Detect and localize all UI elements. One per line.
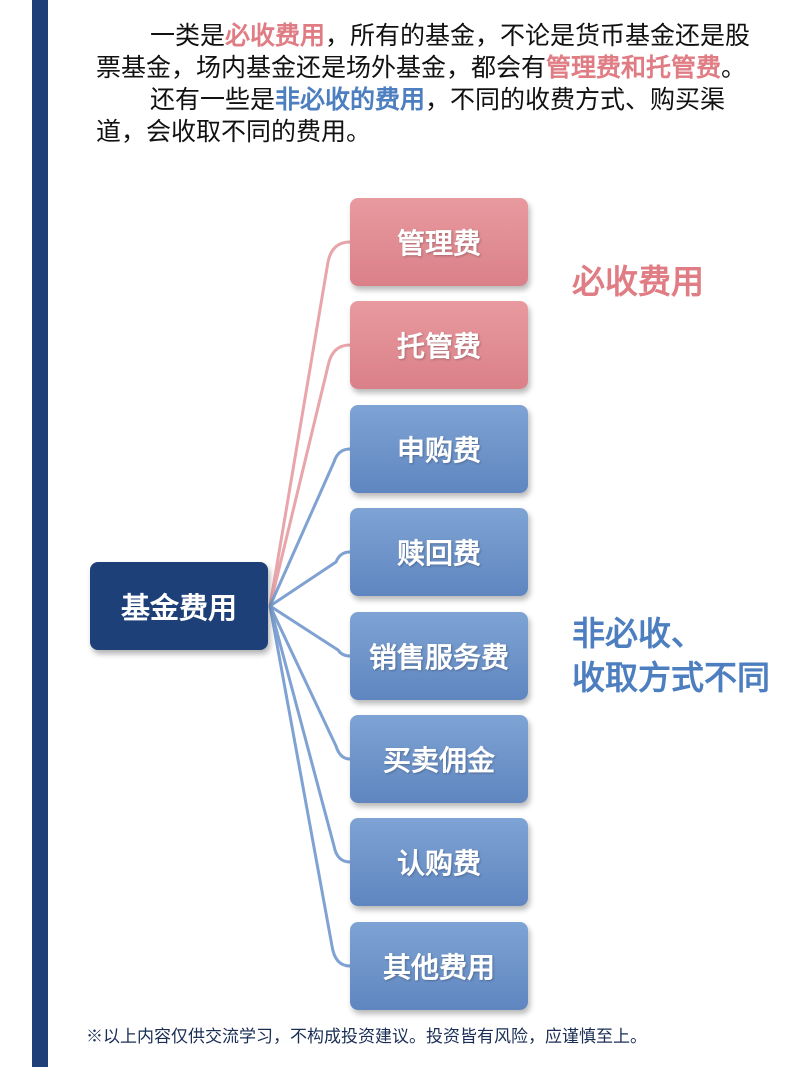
- fee-node-sales-service: 销售服务费: [350, 612, 528, 700]
- fee-node-ipo-subscription: 认购费: [350, 818, 528, 906]
- fee-node-other: 其他费用: [350, 922, 528, 1010]
- connector-mandatory-2: [268, 343, 351, 607]
- intro-text-segment: ，不同的收费方式、购买渠道，会收取不同的费用。: [96, 85, 726, 146]
- intro-text-segment: 。: [721, 53, 747, 82]
- intro-text-segment: 还有一些是: [150, 85, 276, 114]
- intro-paragraph-2: 还有一些是非必收的费用，不同的收费方式、购买渠道，会收取不同的费用。: [96, 84, 756, 148]
- fee-node-custody: 托管费: [350, 301, 528, 389]
- connector-optional-4: [268, 605, 351, 761]
- sidebar-accent-bar: [32, 0, 48, 1067]
- fee-node-management: 管理费: [350, 198, 528, 286]
- connector-mandatory-1: [268, 240, 351, 607]
- fee-node-redemption: 赎回费: [350, 508, 528, 596]
- optional-group-label-line-1: 非必收、: [572, 614, 704, 653]
- mandatory-fees-highlight: 管理费和托管费: [546, 53, 722, 82]
- connector-optional-2: [269, 550, 351, 608]
- optional-group-label-line-2: 收取方式不同: [572, 658, 770, 697]
- fee-node-subscription: 申购费: [350, 405, 528, 493]
- disclaimer-text: ※以上内容仅供交流学习，不构成投资建议。投资皆有风险，应谨慎至上。: [86, 1027, 647, 1047]
- mandatory-highlight: 必收费用: [225, 21, 326, 50]
- intro-paragraph-1: 一类是必收费用，所有的基金，不论是货币基金还是股票基金，场内基金还是场外基金，都…: [96, 20, 756, 84]
- fee-node-brokerage-commission: 买卖佣金: [350, 715, 528, 803]
- connector-optional-6: [268, 605, 351, 968]
- mandatory-group-label: 必收费用: [572, 262, 704, 301]
- connector-optional-5: [268, 605, 351, 864]
- intro-text-segment: 一类是: [150, 21, 226, 50]
- optional-highlight: 非必收的费用: [275, 85, 426, 114]
- optional-group-label: 非必收、 收取方式不同: [572, 612, 770, 700]
- connector-optional-3: [269, 604, 351, 658]
- root-node-fund-fees: 基金费用: [90, 562, 268, 650]
- connector-optional-1: [268, 447, 351, 607]
- intro-text-segment: ，所有的基金，不论是货币基金还是股票基金，场内基金还是场外基金，都会有: [96, 21, 751, 82]
- intro-text: 一类是必收费用，所有的基金，不论是货币基金还是股票基金，场内基金还是场外基金，都…: [96, 20, 756, 148]
